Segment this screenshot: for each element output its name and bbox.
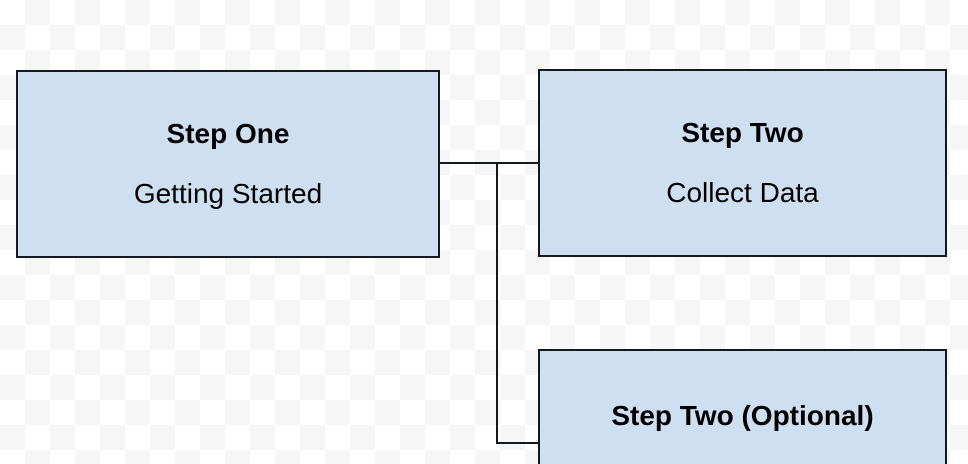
node-step-two[interactable]: Step Two Collect Data: [538, 69, 947, 257]
node-step-one-title: Step One: [166, 117, 290, 149]
node-step-one-subtitle: Getting Started: [133, 178, 323, 209]
node-step-one[interactable]: Step One Getting Started: [16, 70, 440, 258]
node-step-two-title: Step Two: [681, 116, 804, 148]
node-step-two-subtitle: Collect Data: [666, 177, 819, 208]
node-step-two-optional[interactable]: Step Two (Optional): [538, 349, 947, 464]
node-step-two-optional-title: Step Two (Optional): [611, 399, 874, 431]
connector-step-one-to-step-two-optional: [496, 163, 538, 444]
